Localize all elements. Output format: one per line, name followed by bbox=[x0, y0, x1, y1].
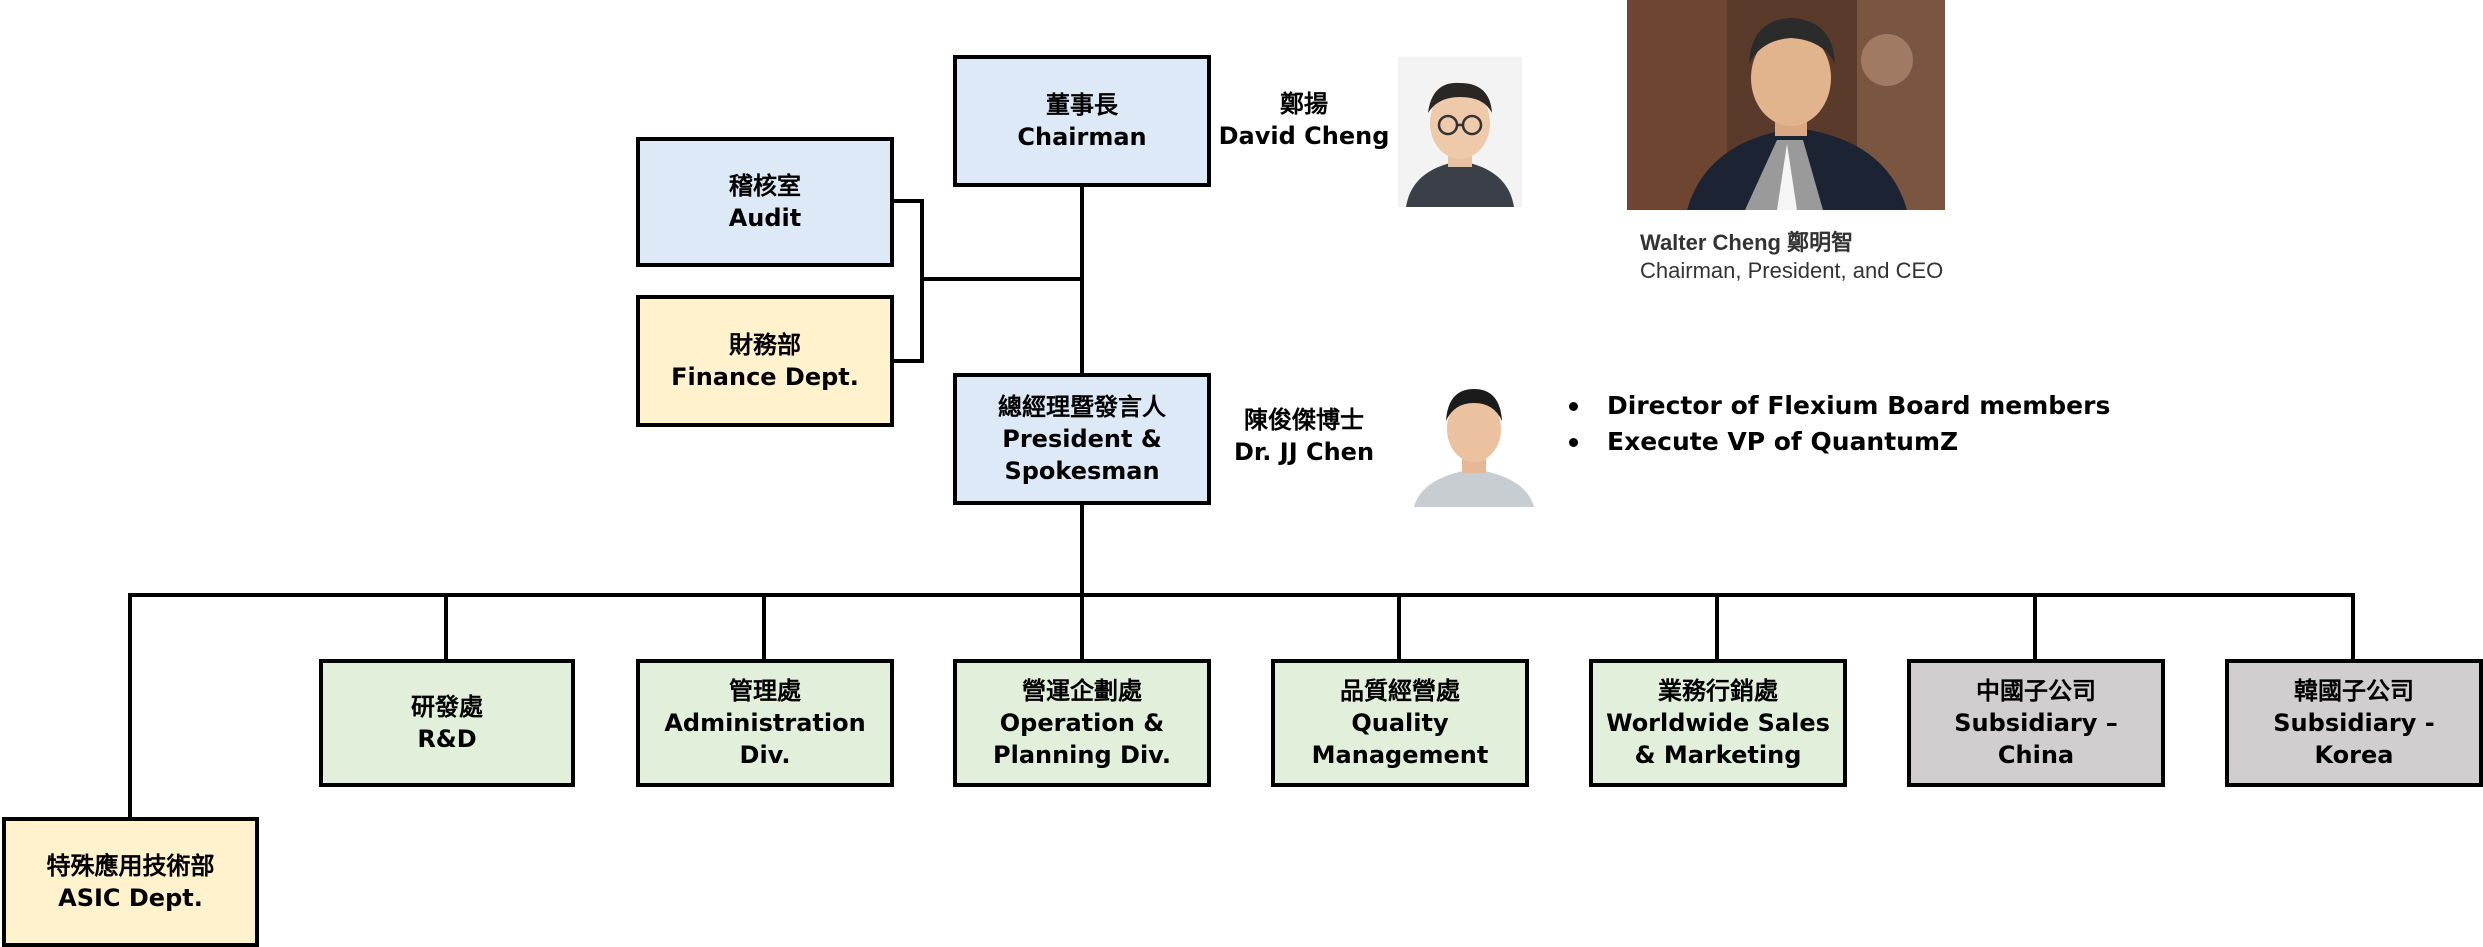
chairman-person-en: David Cheng bbox=[1218, 122, 1390, 150]
connector-drop-quality bbox=[1397, 593, 1401, 659]
subsidiary-korea-zh: 韓國子公司 bbox=[2294, 677, 2414, 705]
walter-name: Walter Cheng 鄭明智 bbox=[1640, 230, 1854, 255]
division-quality-box: 品質經營處 Quality Management bbox=[1271, 659, 1529, 787]
division-rd-box: 研發處 R&D bbox=[319, 659, 575, 787]
walter-title: Chairman, President, and CEO bbox=[1640, 258, 1944, 283]
connector-president-down bbox=[1080, 503, 1084, 597]
chairman-person-name: 鄭揚 David Cheng bbox=[1214, 88, 1394, 152]
asic-dept-box: 特殊應用技術部 ASIC Dept. bbox=[2, 817, 259, 947]
division-rd-en: R&D bbox=[417, 725, 477, 753]
jj-chen-photo bbox=[1400, 365, 1548, 507]
subsidiary-china-zh: 中國子公司 bbox=[1976, 677, 2096, 705]
audit-en: Audit bbox=[728, 204, 802, 232]
division-operation-en1: Operation & bbox=[999, 709, 1165, 737]
division-admin-zh: 管理處 bbox=[729, 677, 801, 705]
president-roles-list: Director of Flexium Board members Execut… bbox=[1563, 388, 2110, 460]
division-quality-en2: Management bbox=[1311, 741, 1489, 769]
subsidiary-china-en2: China bbox=[1997, 741, 2075, 769]
subsidiary-korea-en1: Subsidiary - bbox=[2273, 709, 2435, 737]
connector-drop-korea bbox=[2351, 593, 2355, 659]
connector-drop-admin bbox=[762, 593, 766, 659]
division-sales-zh: 業務行銷處 bbox=[1658, 677, 1778, 705]
subsidiary-china-en1: Subsidiary – bbox=[1954, 709, 2118, 737]
president-person-name: 陳俊傑博士 Dr. JJ Chen bbox=[1214, 404, 1394, 468]
president-en-line2: Spokesman bbox=[1004, 457, 1160, 485]
subsidiary-korea-en2: Korea bbox=[2314, 741, 2394, 769]
division-sales-en2: & Marketing bbox=[1634, 741, 1802, 769]
asic-en: ASIC Dept. bbox=[58, 884, 203, 912]
finance-box: 財務部 Finance Dept. bbox=[636, 295, 894, 427]
connector-finance-horizontal bbox=[892, 359, 924, 363]
chairman-en: Chairman bbox=[1017, 123, 1147, 151]
connector-drop-china bbox=[2033, 593, 2037, 659]
chairman-box: 董事長 Chairman bbox=[953, 55, 1211, 187]
audit-zh: 稽核室 bbox=[729, 172, 801, 200]
role-item: Director of Flexium Board members bbox=[1563, 388, 2110, 424]
connector-drop-asic bbox=[128, 593, 132, 817]
connector-drop-rd bbox=[444, 593, 448, 659]
connector-staff-vertical bbox=[920, 199, 924, 363]
division-sales-en1: Worldwide Sales bbox=[1606, 709, 1830, 737]
finance-zh: 財務部 bbox=[729, 331, 801, 359]
president-en-line1: President & bbox=[1002, 425, 1162, 453]
subsidiary-korea-box: 韓國子公司 Subsidiary - Korea bbox=[2225, 659, 2483, 787]
role-item: Execute VP of QuantumZ bbox=[1563, 424, 2110, 460]
connector-drop-operation bbox=[1080, 593, 1084, 659]
connector-staff-to-main bbox=[920, 277, 1084, 281]
chairman-person-zh: 鄭揚 bbox=[1280, 90, 1328, 118]
division-rd-zh: 研發處 bbox=[411, 693, 483, 721]
division-sales-box: 業務行銷處 Worldwide Sales & Marketing bbox=[1589, 659, 1847, 787]
division-admin-box: 管理處 Administration Div. bbox=[636, 659, 894, 787]
division-quality-en1: Quality bbox=[1351, 709, 1449, 737]
finance-en: Finance Dept. bbox=[671, 363, 859, 391]
asic-zh: 特殊應用技術部 bbox=[46, 852, 215, 880]
subsidiary-china-box: 中國子公司 Subsidiary – China bbox=[1907, 659, 2165, 787]
audit-box: 稽核室 Audit bbox=[636, 137, 894, 267]
division-admin-en2: Div. bbox=[739, 741, 791, 769]
president-zh: 總經理暨發言人 bbox=[998, 393, 1166, 421]
division-admin-en1: Administration bbox=[664, 709, 866, 737]
president-person-en: Dr. JJ Chen bbox=[1233, 438, 1375, 466]
connector-audit-horizontal bbox=[892, 199, 924, 203]
division-operation-zh: 營運企劃處 bbox=[1022, 677, 1142, 705]
connector-division-bus bbox=[128, 593, 2355, 597]
president-box: 總經理暨發言人 President & Spokesman bbox=[953, 373, 1211, 505]
connector-drop-sales bbox=[1715, 593, 1719, 659]
division-operation-box: 營運企劃處 Operation & Planning Div. bbox=[953, 659, 1211, 787]
chairman-zh: 董事長 bbox=[1046, 91, 1118, 119]
division-operation-en2: Planning Div. bbox=[993, 741, 1171, 769]
david-cheng-photo bbox=[1398, 57, 1522, 207]
president-person-zh: 陳俊傑博士 bbox=[1244, 406, 1364, 434]
walter-cheng-caption: Walter Cheng 鄭明智 Chairman, President, an… bbox=[1640, 229, 1943, 285]
walter-cheng-photo bbox=[1627, 0, 1945, 210]
division-quality-zh: 品質經營處 bbox=[1340, 677, 1460, 705]
